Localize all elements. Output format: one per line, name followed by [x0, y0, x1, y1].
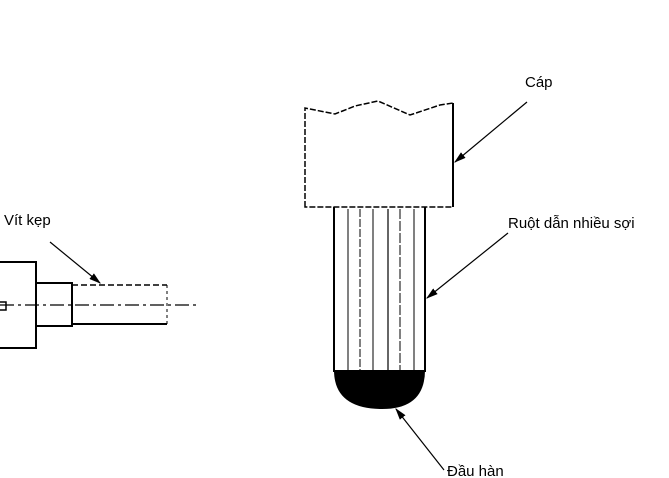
screw-leader-arrow: [49, 241, 101, 284]
conductor-leader-arrow: [426, 232, 509, 299]
label-solder-tip: Đầu hàn: [447, 463, 504, 478]
cable-leader-arrow: [454, 101, 528, 163]
cable-body: [304, 100, 454, 208]
solder-tip: [334, 370, 425, 410]
label-clamp-screw: Vít kẹp: [4, 212, 51, 229]
clamp-screw: [0, 261, 200, 349]
label-stranded-conductor: Ruột dẫn nhiều sợi: [508, 215, 635, 232]
label-cable: Cáp: [525, 74, 553, 91]
stranded-conductor: [333, 207, 426, 372]
solder-tip-leader-arrow: [395, 408, 445, 471]
